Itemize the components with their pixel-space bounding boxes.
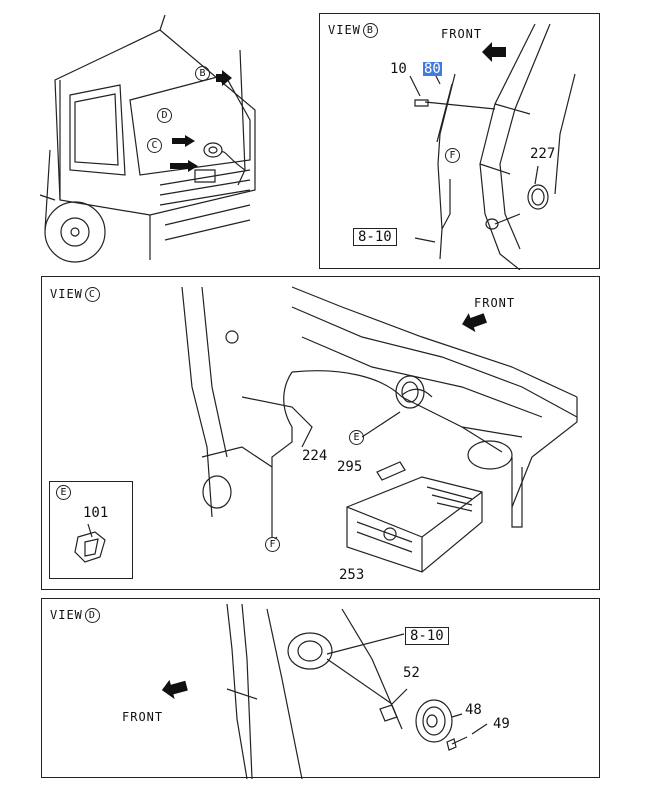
view-c-front-label: FRONT [474,296,516,310]
part-227-label: 227 [530,146,556,162]
clip-101-drawing [74,523,106,563]
inset-e-box: E 101 [49,481,133,579]
connector-f-label: F [263,537,280,552]
part-52-label: 52 [403,665,420,681]
inset-e-letter: E [54,485,71,500]
overview-truck-diagram: B D C [0,0,300,270]
view-b-front-label: FRONT [441,27,483,41]
ref-8-10-label: 8-10 [353,228,397,246]
part-48-label: 48 [465,702,482,718]
connector-e-label: E [347,430,364,445]
ref-8-10-label: 8-10 [405,627,449,645]
radio-harness-drawing [181,286,578,573]
callout-b: B [193,66,210,81]
part-49-label: 49 [493,716,510,732]
truck-cab-drawing [39,14,256,263]
connector-f-label: F [443,148,460,163]
part-224-label: 224 [302,448,328,464]
callout-c: C [145,138,162,153]
part-295-label: 295 [337,459,363,475]
speaker-drawing [161,603,488,779]
part-10-label: 10 [390,61,407,77]
callout-d: D [155,108,172,123]
part-80-label: 80 [423,61,442,77]
view-d-front-label: FRONT [122,710,164,724]
part-253-label: 253 [339,567,365,583]
part-101-label: 101 [83,505,109,521]
antenna-drawing [409,23,576,270]
